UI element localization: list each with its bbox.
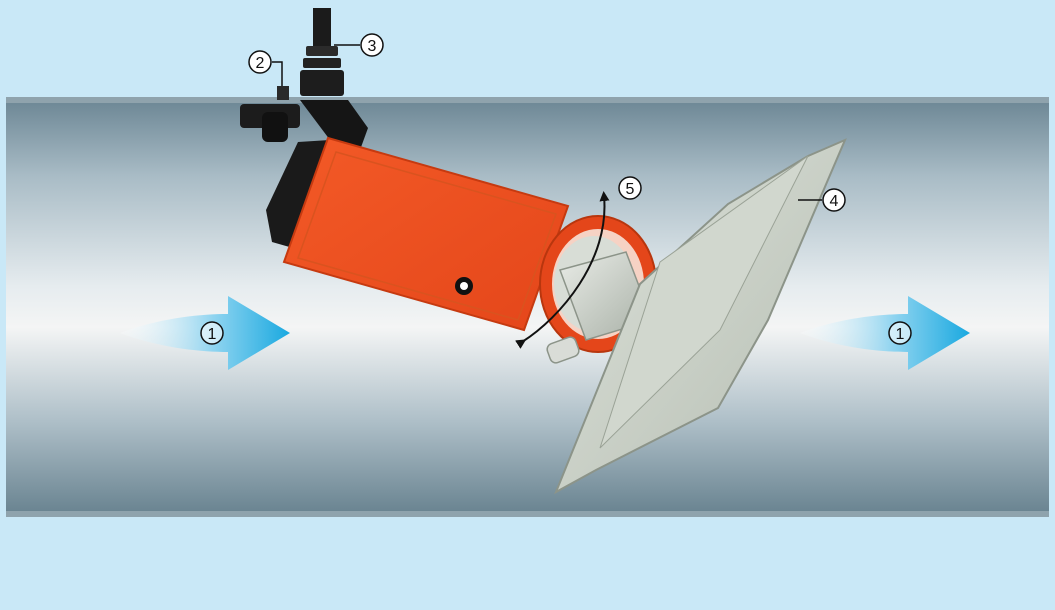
callout-paddle: 4 — [822, 188, 846, 212]
flow-arrow-right — [800, 296, 970, 370]
callout-cable-gland: 3 — [360, 33, 384, 57]
callout-flow-in: 1 — [200, 321, 224, 345]
callout-label-paddle: 4 — [830, 193, 839, 210]
rotation-arrow-icon — [515, 191, 610, 349]
callout-label-screw: 2 — [256, 55, 265, 72]
callout-screw: 2 — [248, 50, 272, 74]
cable-gland-icon — [300, 8, 344, 96]
leader-line-screw — [272, 61, 283, 86]
callout-label-flow-out: 1 — [896, 326, 905, 343]
leader-lines — [272, 44, 822, 201]
pipe-top-wall — [6, 97, 1049, 103]
pipe-bottom-wall — [6, 511, 1049, 517]
housing-back-fitting — [266, 140, 330, 250]
callout-label-flow-in: 1 — [208, 326, 217, 343]
callout-flow-out: 1 — [888, 321, 912, 345]
callout-rotation: 5 — [618, 176, 642, 200]
callout-label-cable-gland: 3 — [368, 38, 377, 55]
screw-icon — [240, 86, 368, 150]
callout-label-rotation: 5 — [626, 181, 635, 198]
